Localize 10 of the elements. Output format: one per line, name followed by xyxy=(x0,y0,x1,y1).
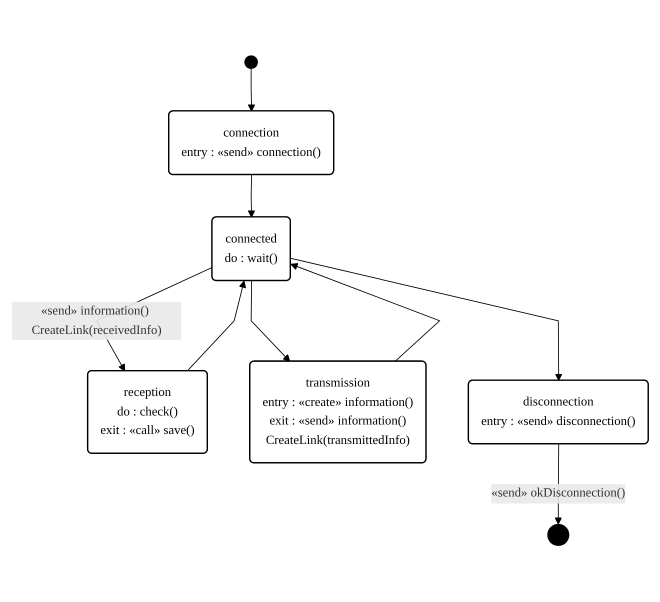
edge-label: «send» information() CreateLink(receivedInfo) xyxy=(32,304,162,338)
arrow xyxy=(186,280,246,372)
node-circle xyxy=(244,56,258,70)
arrow xyxy=(290,258,562,382)
arrow xyxy=(248,174,256,218)
arrow xyxy=(290,263,440,362)
arrow xyxy=(248,68,256,112)
edge-label: «send» okDisconnection() xyxy=(491,486,626,500)
arrow xyxy=(250,280,290,362)
node-circle xyxy=(547,524,570,546)
